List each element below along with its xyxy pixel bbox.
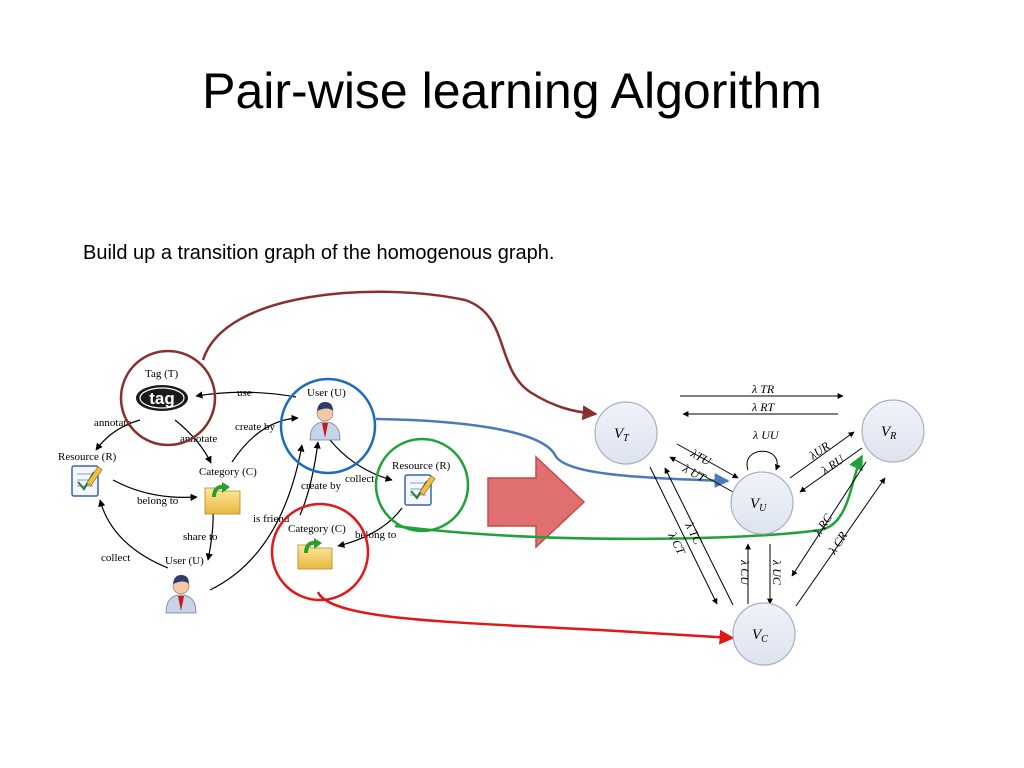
vertex-vc-label: VC <box>752 627 768 645</box>
user-person-icon <box>165 575 197 614</box>
user-mapping-arrow <box>375 417 730 489</box>
edge-label-annotate-mid: annotate <box>180 433 217 445</box>
user-highlight-circle <box>279 377 377 475</box>
edge-cr <box>795 477 886 607</box>
vertex-vu: VU <box>730 471 794 535</box>
edge-annotate-left <box>95 419 141 451</box>
folder-icon <box>297 538 333 570</box>
slide-subtitle: Build up a transition graph of the homog… <box>83 242 555 264</box>
resource-right-label: Resource (R) <box>392 460 451 472</box>
edge-rc <box>791 461 867 577</box>
edge-ct <box>664 467 734 606</box>
edge-collect-left <box>98 499 169 569</box>
resource-left-label: Resource (R) <box>58 451 117 463</box>
edge-ru <box>799 447 863 493</box>
user-top-label: User (U) <box>307 387 346 399</box>
edge-label-create-by-top: create by <box>235 421 275 433</box>
user-person-icon <box>309 402 341 441</box>
category-low-node: Category (C) <box>288 523 346 570</box>
edge-label-is-friend: is friend <box>253 513 290 525</box>
tag-highlight-circle <box>119 349 217 447</box>
lambda-ct: λ CT <box>665 529 689 558</box>
document-pencil-icon <box>71 465 103 497</box>
edge-label-share-to: share to <box>183 531 218 543</box>
edge-label-belong-to-right: belong to <box>355 529 397 541</box>
edge-is-friend <box>209 444 305 591</box>
slide-title: Pair-wise learning Algorithm <box>202 63 822 119</box>
category-mid-node: Category (C) <box>199 466 257 515</box>
vertex-vu-label: VU <box>750 496 767 514</box>
vertex-vr-label: VR <box>881 424 896 442</box>
edge-label-belong-to-left: belong to <box>137 495 179 507</box>
edge-label-use: use <box>237 387 252 399</box>
right-graph-edges <box>649 393 886 607</box>
tag-node: Tag (T) tag <box>136 368 188 411</box>
vertex-vt-label: VT <box>614 426 630 444</box>
resource-mapping-arrow <box>394 454 864 541</box>
edge-collect-right <box>329 439 393 482</box>
folder-icon <box>204 482 241 515</box>
left-graph-edges <box>95 391 403 591</box>
user-top-node: User (U) <box>307 387 346 441</box>
lambda-uc: λ UC <box>770 559 784 586</box>
resource-left-node: Resource (R) <box>58 451 117 497</box>
tag-logo-icon: tag <box>149 389 175 408</box>
edge-uu-loop <box>746 450 781 471</box>
edge-ut <box>669 456 734 493</box>
category-mid-label: Category (C) <box>199 466 257 478</box>
lambda-rt: λ RT <box>751 400 776 414</box>
vertex-vc: VC <box>732 602 796 666</box>
left-graph-edge-labels: use annotate annotate create by create b… <box>94 387 397 564</box>
resource-right-node: Resource (R) <box>392 460 451 506</box>
vertex-vr: VR <box>861 399 925 463</box>
edge-annotate-mid <box>174 419 212 464</box>
edge-label-create-by-mid: create by <box>301 480 341 492</box>
lambda-uu: λ UU <box>752 428 780 442</box>
resource-highlight-circle <box>374 437 470 533</box>
category-low-label: Category (C) <box>288 523 346 535</box>
edge-tu <box>676 443 739 479</box>
edge-use <box>195 391 297 399</box>
category-mapping-arrow <box>316 591 735 645</box>
document-pencil-icon <box>404 474 436 506</box>
tag-node-label: Tag (T) <box>145 368 178 380</box>
vertex-vt: VT <box>594 401 658 465</box>
user-bottom-node: User (U) <box>165 555 204 614</box>
edge-tc <box>649 466 718 605</box>
tag-mapping-arrow <box>201 290 598 421</box>
lambda-tr: λ TR <box>751 382 775 396</box>
edge-label-collect-left: collect <box>101 552 130 564</box>
edge-label-annotate-left: annotate <box>94 417 131 429</box>
transform-arrow-icon <box>487 455 586 549</box>
category-highlight-circle <box>270 502 370 602</box>
edge-create-by-top <box>231 414 299 463</box>
edge-belong-to-right <box>337 507 403 548</box>
lambda-cu: λ CU <box>738 559 752 586</box>
edge-label-collect-right: collect <box>345 473 374 485</box>
edge-ur <box>789 431 855 479</box>
edge-create-by-mid <box>299 441 321 516</box>
user-bottom-label: User (U) <box>165 555 204 567</box>
edge-belong-to-left <box>112 479 198 502</box>
